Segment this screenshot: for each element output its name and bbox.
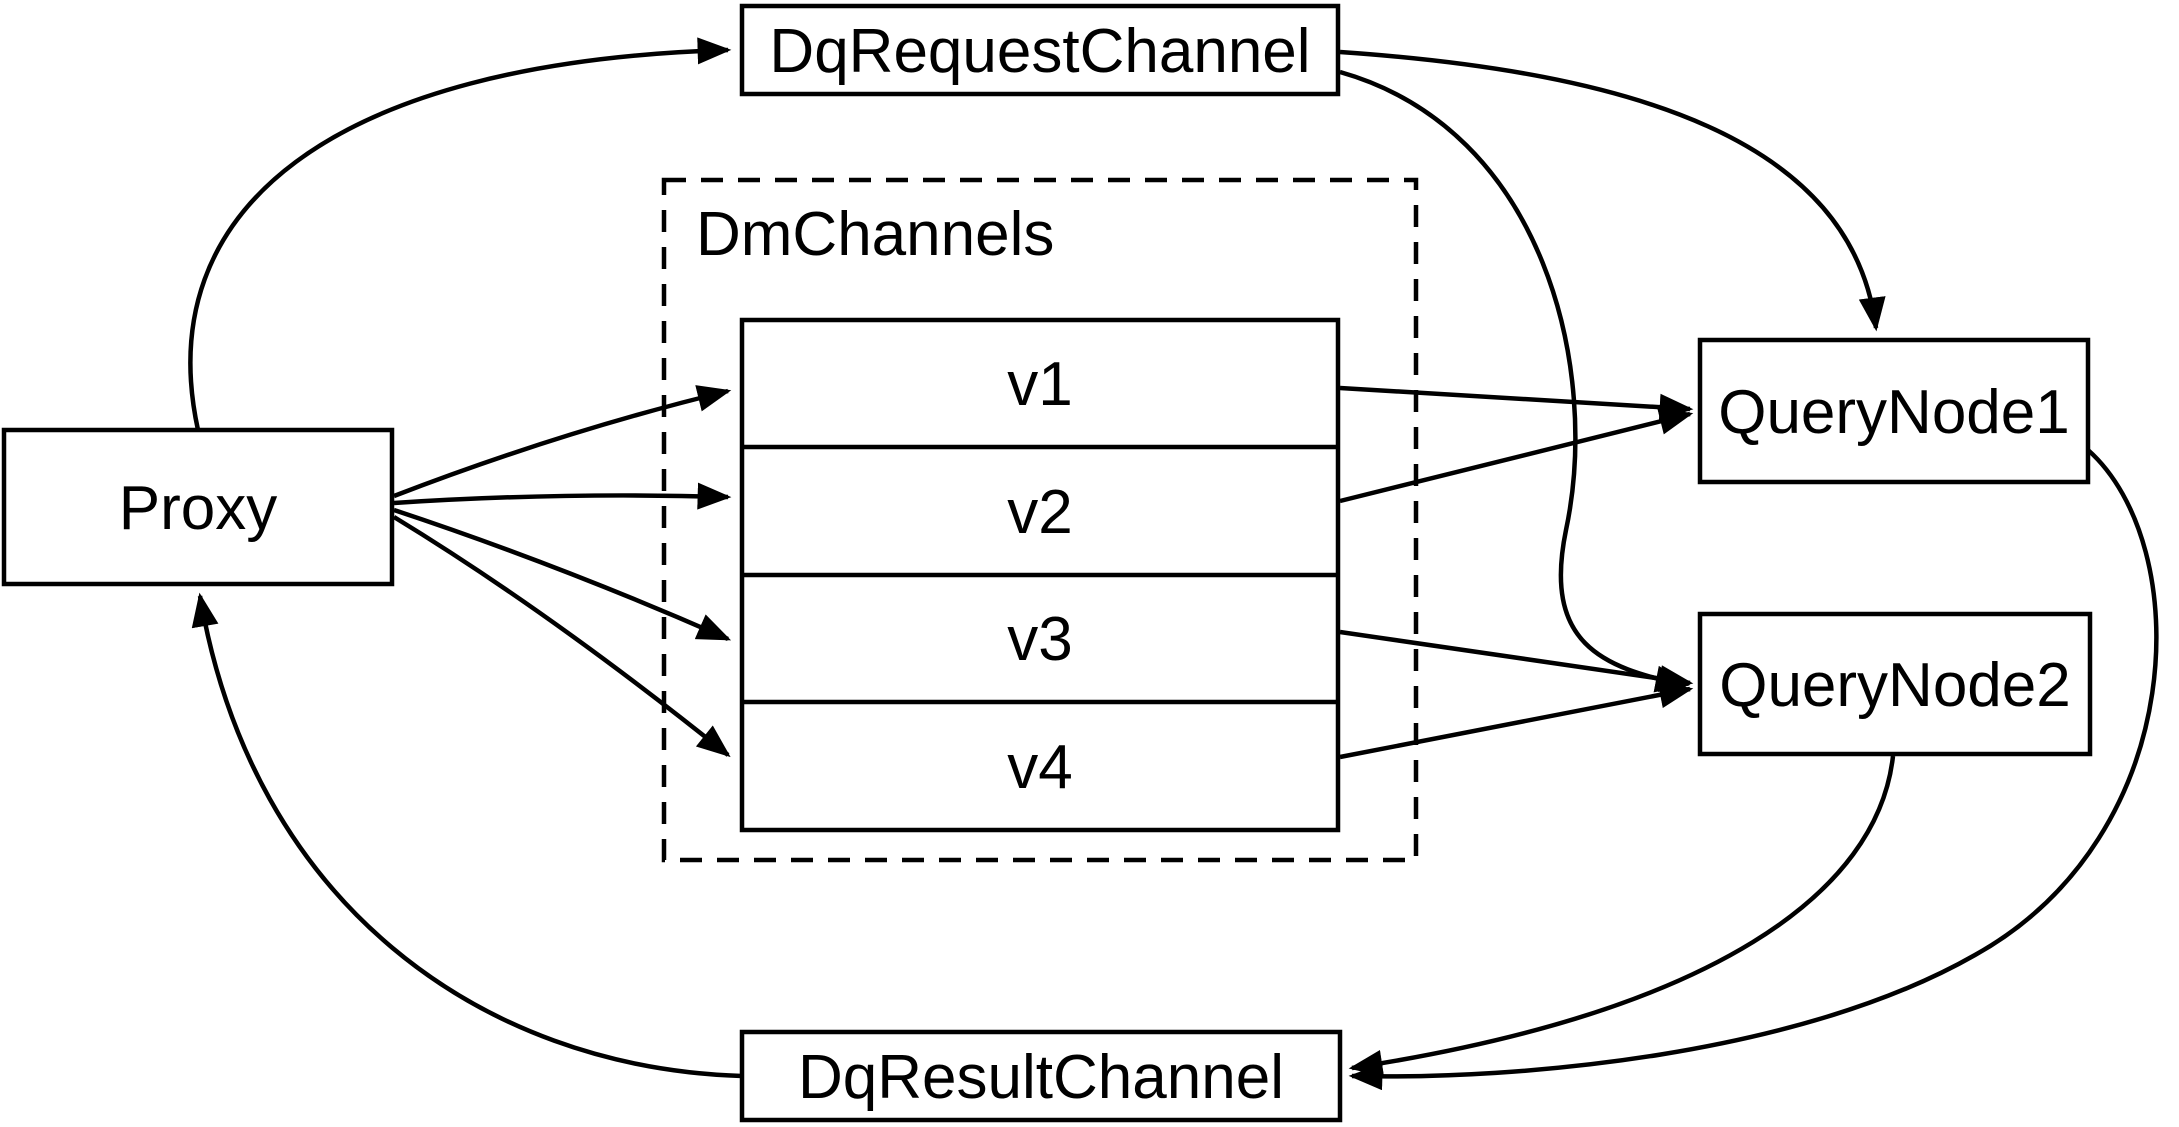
edge-v2-to-querynode1: [1339, 408, 1694, 504]
node-querynode1-label: QueryNode1: [1718, 378, 2070, 447]
node-dqrequestchannel: DqRequestChannel: [739, 3, 1341, 97]
node-layer: Proxy DqRequestChannel DmChannels v1 v: [1, 3, 2093, 1123]
node-proxy: Proxy: [1, 427, 395, 587]
node-proxy-label: Proxy: [119, 474, 277, 543]
node-dqrequestchannel-label: DqRequestChannel: [769, 17, 1310, 86]
edge-dqresultchannel-to-proxy: [191, 592, 743, 1079]
node-v3-label: v3: [1007, 605, 1072, 674]
node-v2-label: v2: [1007, 478, 1072, 547]
node-dqresultchannel-box: [739, 1029, 1343, 1123]
edge-querynode2-to-dqresultchannel: [1348, 755, 1896, 1077]
node-querynode2-label: QueryNode2: [1719, 651, 2071, 720]
node-dmchannels-label: DmChannels: [696, 200, 1054, 269]
node-dmchannels-container: DmChannels v1 v2 v3 v4: [661, 177, 1419, 863]
node-dqrequestchannel-box: [739, 3, 1341, 97]
node-v4-label: v4: [1007, 733, 1072, 802]
edge-v3-to-querynode2: [1339, 629, 1694, 692]
edge-proxy-to-v4: [392, 515, 731, 758]
node-querynode1-box: [1697, 337, 2091, 485]
node-dqresultchannel: DqResultChannel: [739, 1029, 1343, 1123]
node-querynode1: QueryNode1: [1697, 337, 2091, 485]
node-querynode2: QueryNode2: [1697, 611, 2093, 757]
node-dqresultchannel-label: DqResultChannel: [798, 1043, 1284, 1112]
node-querynode2-box: [1697, 611, 2093, 757]
node-proxy-box: [1, 427, 395, 587]
node-vchannel-stack: v1 v2 v3 v4: [739, 317, 1341, 833]
edge-proxy-to-v1: [393, 385, 732, 499]
edge-proxy-to-v3: [393, 507, 732, 642]
edge-proxy-to-v2: [393, 482, 732, 510]
edge-proxy-to-dqrequestchannel: [188, 37, 732, 431]
edge-v4-to-querynode2: [1339, 681, 1694, 760]
node-dmchannels-box: [661, 177, 1419, 863]
node-v1-label: v1: [1007, 350, 1072, 419]
edge-layer: [188, 37, 2159, 1091]
edge-querynode1-to-dqresultchannel: [1348, 448, 2159, 1091]
edge-dqrequestchannel-to-querynode1: [1339, 49, 1886, 332]
edge-dqrequestchannel-to-querynode2: [1339, 69, 1690, 693]
edge-v1-to-querynode1: [1339, 385, 1694, 421]
